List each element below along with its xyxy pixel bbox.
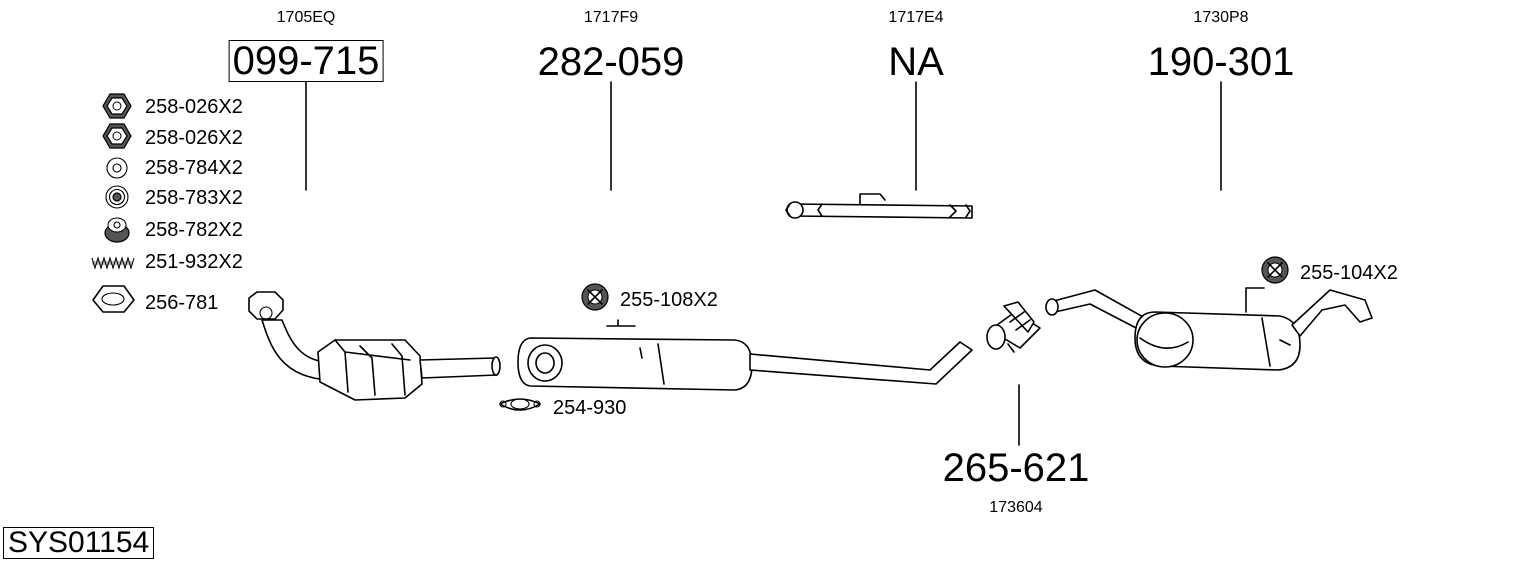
- assembly-ref-2: 1717F9: [583, 9, 639, 26]
- fitting-label[interactable]: 256-781: [145, 292, 219, 314]
- washer-icon: [106, 157, 128, 179]
- hex-nut-icon: [102, 123, 132, 149]
- fitting-label[interactable]: 258-782X2: [145, 219, 243, 241]
- rubber-mount-icon: [581, 283, 609, 311]
- catalytic-converter-part: [248, 291, 501, 401]
- rear-silencer-part: [1045, 287, 1373, 371]
- part-number-1[interactable]: 099-715: [228, 40, 384, 82]
- part-number-4[interactable]: 190-301: [1147, 40, 1295, 84]
- assembly-ref-3: 1717E4: [888, 9, 944, 26]
- intermediate-pipe-part: [785, 193, 973, 219]
- fitting-label[interactable]: 258-026X2: [145, 96, 243, 118]
- assembly-ref-5: 173604: [989, 499, 1043, 516]
- pipe-clamp-icon: [499, 398, 541, 411]
- spring-icon: [91, 256, 135, 270]
- assembly-ref-1: 1705EQ: [276, 9, 336, 26]
- gasket-ring-icon: [92, 285, 135, 313]
- assembly-ref-4: 1730P8: [1193, 9, 1249, 26]
- accessory-label[interactable]: 255-108X2: [620, 289, 718, 311]
- conical-washer-icon: [104, 217, 130, 243]
- part-number-5[interactable]: 265-621: [942, 446, 1090, 490]
- fitting-label[interactable]: 258-026X2: [145, 127, 243, 149]
- hex-nut-icon: [102, 93, 132, 119]
- accessory-label[interactable]: 255-104X2: [1300, 262, 1398, 284]
- fitting-label[interactable]: 258-784X2: [145, 157, 243, 179]
- part-number-2[interactable]: 282-059: [537, 40, 685, 84]
- spring-washer-icon: [105, 185, 129, 209]
- fitting-label[interactable]: 258-783X2: [145, 187, 243, 209]
- rubber-mount-icon: [1261, 256, 1289, 284]
- front-silencer-part: [517, 319, 973, 391]
- fitting-label[interactable]: 251-932X2: [145, 251, 243, 273]
- pipe-connector-part: [986, 301, 1041, 353]
- system-code-box: SYS01154: [3, 527, 155, 559]
- part-number-3[interactable]: NA: [888, 40, 944, 84]
- accessory-label[interactable]: 254-930: [553, 397, 627, 419]
